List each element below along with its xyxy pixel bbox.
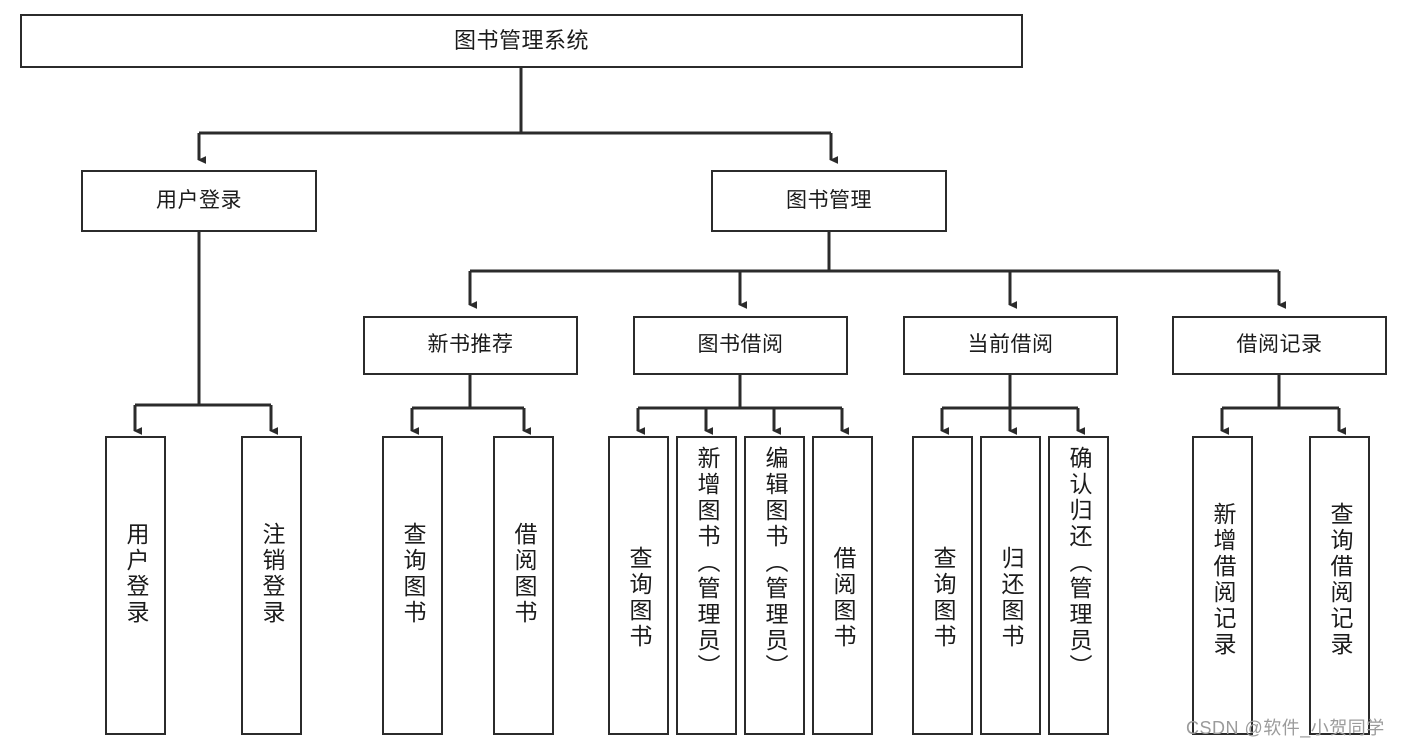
node-label: 借阅图书 — [511, 522, 537, 626]
node-label: 查询图书 — [930, 546, 956, 650]
node-label: 图书管理系统 — [453, 28, 589, 54]
node-label: 查询借阅记录 — [1327, 502, 1353, 658]
leaf-user-logout[interactable]: 注销登录 — [241, 436, 302, 735]
node-label: 新增借阅记录 — [1210, 502, 1236, 658]
node-label: 用户登录 — [156, 188, 242, 212]
node-label: 借阅记录 — [1236, 333, 1323, 357]
watermark-text: CSDN @软件_小贺同学 — [1186, 718, 1385, 738]
node-label: 查询图书 — [400, 522, 426, 626]
node-label: 图书借阅 — [697, 333, 784, 357]
node-label: 图书管理 — [786, 188, 872, 212]
leaf-borrow-book-recommend[interactable]: 借阅图书 — [493, 436, 554, 735]
leaf-query-book-recommend[interactable]: 查询图书 — [382, 436, 443, 735]
leaf-edit-book[interactable]: 编辑图书（管理员） — [744, 436, 805, 735]
node-label: 新书推荐 — [427, 333, 514, 357]
node-label: 确认归还（管理员） — [1066, 446, 1092, 680]
node-book-borrow[interactable]: 图书借阅 — [633, 316, 848, 375]
node-label: 用户登录 — [123, 522, 149, 626]
node-book-management[interactable]: 图书管理 — [711, 170, 947, 232]
leaf-return-book[interactable]: 归还图书 — [980, 436, 1041, 735]
node-label: 借阅图书 — [830, 546, 856, 650]
leaf-add-book[interactable]: 新增图书（管理员） — [676, 436, 737, 735]
leaf-add-borrow-record[interactable]: 新增借阅记录 — [1192, 436, 1253, 735]
node-new-book-recommend[interactable]: 新书推荐 — [363, 316, 578, 375]
node-user-login[interactable]: 用户登录 — [81, 170, 317, 232]
leaf-query-book-borrow[interactable]: 查询图书 — [608, 436, 669, 735]
leaf-query-book-current[interactable]: 查询图书 — [912, 436, 973, 735]
node-borrow-record[interactable]: 借阅记录 — [1172, 316, 1387, 375]
node-root-system[interactable]: 图书管理系统 — [20, 14, 1023, 68]
node-label: 归还图书 — [998, 546, 1024, 650]
leaf-user-login[interactable]: 用户登录 — [105, 436, 166, 735]
node-label: 当前借阅 — [967, 333, 1054, 357]
leaf-borrow-book-borrow[interactable]: 借阅图书 — [812, 436, 873, 735]
node-label: 注销登录 — [259, 522, 285, 626]
leaf-query-borrow-record[interactable]: 查询借阅记录 — [1309, 436, 1370, 735]
node-label: 编辑图书（管理员） — [762, 446, 788, 680]
node-label: 查询图书 — [626, 546, 652, 650]
node-current-borrow[interactable]: 当前借阅 — [903, 316, 1118, 375]
node-label: 新增图书（管理员） — [694, 446, 720, 680]
leaf-confirm-return[interactable]: 确认归还（管理员） — [1048, 436, 1109, 735]
